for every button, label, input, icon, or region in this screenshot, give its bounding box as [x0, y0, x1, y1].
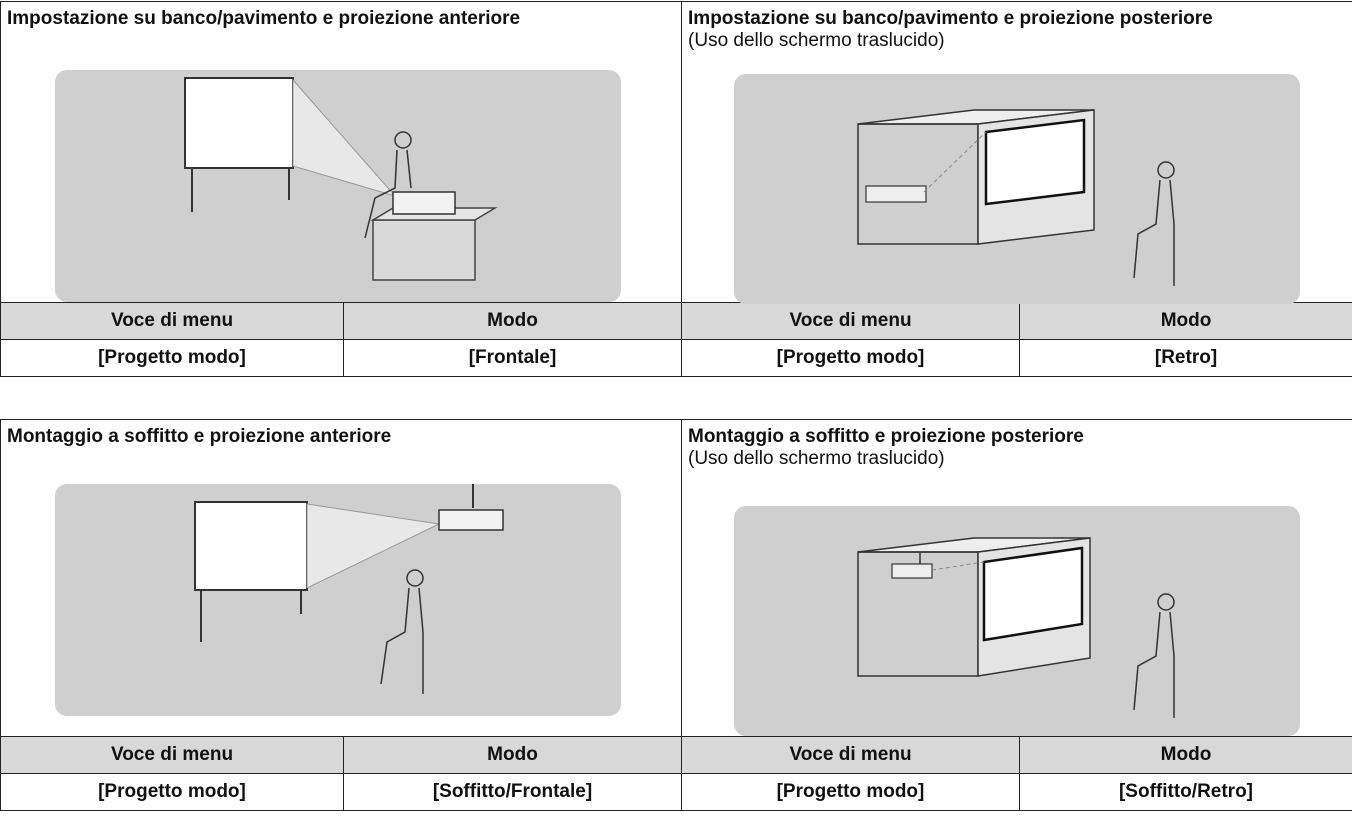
illustration-ceiling-front	[55, 484, 621, 716]
menu-value-cell: [Progetto modo]	[0, 773, 344, 811]
person-shape	[1133, 611, 1175, 718]
screen-shape	[982, 546, 1084, 642]
illustration-desk-rear	[734, 74, 1301, 304]
booth-front	[857, 123, 979, 245]
mode-value-cell: [Retro]	[1019, 339, 1352, 377]
ceiling-rear-projection-drawing	[857, 537, 1175, 718]
mode-value-cell: [Frontale]	[342, 339, 683, 377]
person-shape	[1133, 179, 1175, 286]
illustration-desk-front	[55, 70, 621, 302]
menu-header-cell: Voce di menu	[681, 302, 1021, 340]
mode-header-cell: Modo	[343, 736, 682, 774]
panel-ceiling-front: Montaggio a soffitto e proiezione anteri…	[0, 419, 682, 737]
projection-beam	[292, 78, 397, 197]
panel-desk-rear: Impostazione su banco/pavimento e proiez…	[681, 1, 1352, 304]
projector-shape	[891, 563, 933, 579]
mode-value-cell: [Soffitto/Frontale]	[343, 773, 682, 811]
projector-shape	[865, 185, 927, 203]
bottom-installation-table: Montaggio a soffitto e proiezione anteri…	[0, 419, 1352, 811]
mode-header-cell: Modo	[1019, 302, 1352, 340]
panel-ceiling-rear: Montaggio a soffitto e proiezione poster…	[680, 419, 1352, 737]
mode-value-cell: [Soffitto/Retro]	[1018, 773, 1352, 811]
desk-front-projection-drawing	[184, 77, 498, 281]
panel-title: Montaggio a soffitto e proiezione poster…	[688, 426, 1084, 447]
mode-header-cell: Modo	[342, 302, 683, 340]
person-shape	[380, 587, 424, 694]
menu-header-cell: Voce di menu	[0, 302, 344, 340]
mode-header-cell: Modo	[1018, 736, 1352, 774]
top-installation-table: Impostazione su banco/pavimento e proiez…	[0, 1, 1352, 377]
panel-title: Impostazione su banco/pavimento e proiez…	[688, 8, 1213, 29]
person-shape	[364, 149, 412, 239]
panel-subtitle: (Uso dello schermo traslucido)	[688, 448, 945, 469]
menu-header-cell: Voce di menu	[0, 736, 344, 774]
ceiling-front-projection-drawing	[194, 484, 504, 694]
projector-shape	[392, 191, 456, 215]
panel-title: Impostazione su banco/pavimento e proiez…	[7, 8, 521, 29]
screen-shape	[194, 501, 308, 591]
panel-title: Montaggio a soffitto e proiezione anteri…	[7, 426, 392, 447]
desk-rear-projection-drawing	[857, 109, 1175, 286]
screen-shape	[984, 118, 1086, 206]
menu-value-cell: [Progetto modo]	[681, 339, 1021, 377]
menu-value-cell: [Progetto modo]	[681, 773, 1020, 811]
panel-subtitle: (Uso dello schermo traslucido)	[688, 30, 945, 51]
menu-header-cell: Voce di menu	[681, 736, 1020, 774]
panel-desk-front: Impostazione su banco/pavimento e proiez…	[0, 1, 683, 303]
projector-shape	[438, 509, 504, 531]
menu-value-cell: [Progetto modo]	[0, 339, 344, 377]
screen-shape	[184, 77, 294, 169]
illustration-ceiling-rear	[734, 506, 1300, 736]
projection-beam	[306, 503, 441, 589]
